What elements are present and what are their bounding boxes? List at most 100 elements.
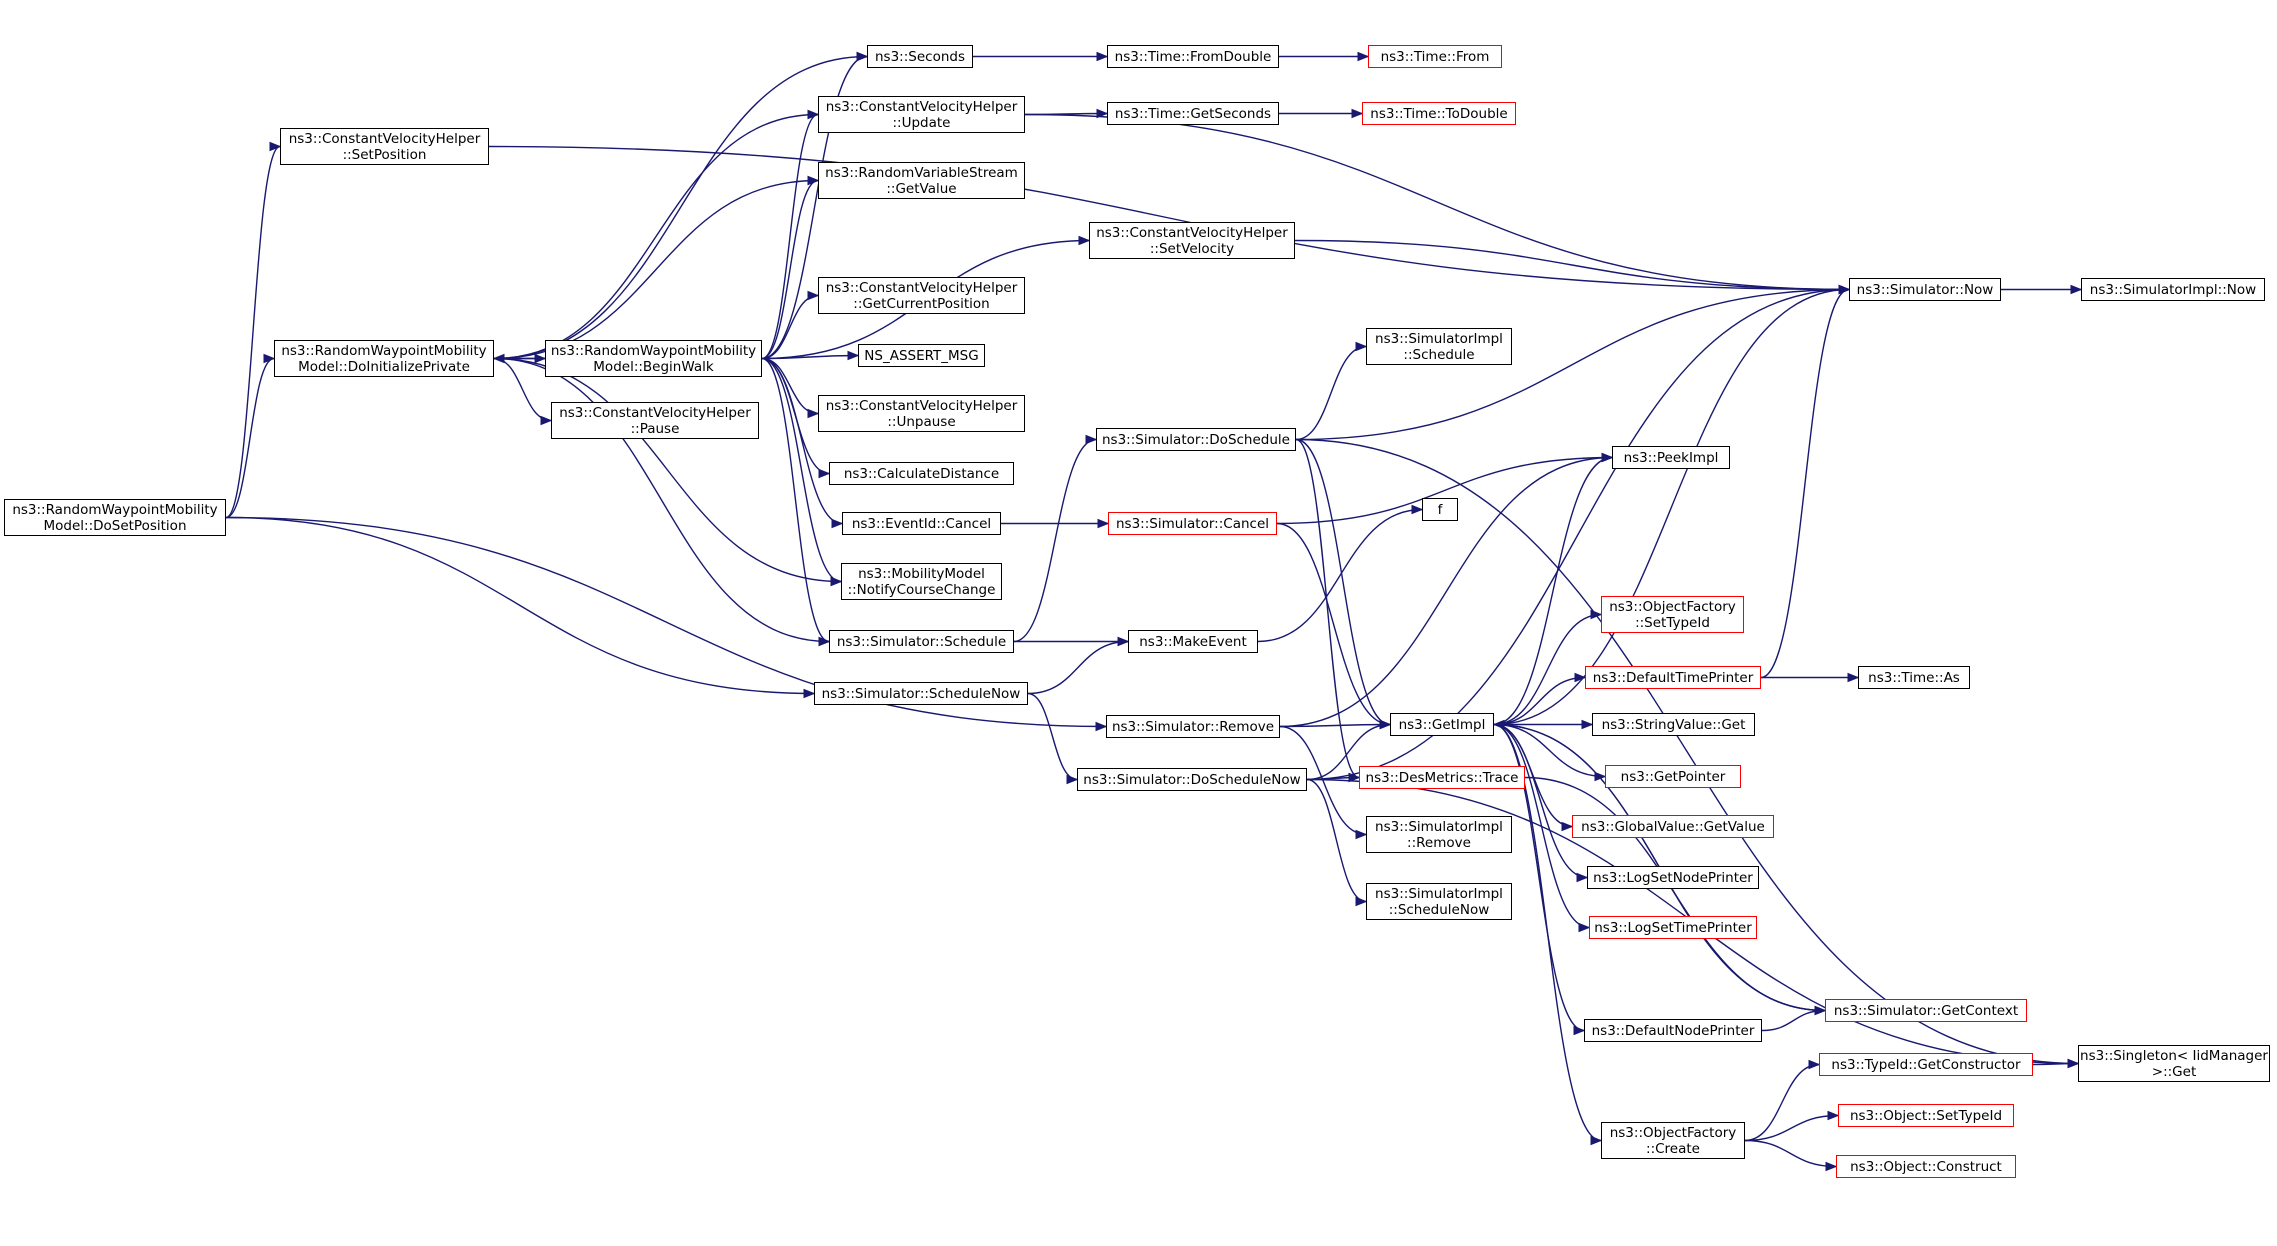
node-ns-assert-msg[interactable]: NS_ASSERT_MSG (858, 344, 985, 367)
arrowhead-beginwalk-to-sim_schedule (818, 636, 831, 647)
edge-getimpl-to-defaulttimeprinter (1493, 676, 1586, 726)
node-typeid-getconstructor[interactable]: ns3::TypeId::GetConstructor (1819, 1053, 2033, 1076)
node-globalvalue-getvalue[interactable]: ns3::GlobalValue::GetValue (1572, 815, 1774, 838)
arrowhead-getimpl-to-of_settypeid (1590, 609, 1603, 620)
node-time-getseconds[interactable]: ns3::Time::GetSeconds (1107, 102, 1279, 125)
node-mm-notifycoursechange[interactable]: ns3::MobilityModel ::NotifyCourseChange (841, 563, 1002, 600)
node-simulator-doschedule[interactable]: ns3::Simulator::DoSchedule (1096, 428, 1296, 451)
arrowhead-of_create-to-obj_construct (1825, 1161, 1838, 1172)
node-simulatorimpl-remove[interactable]: ns3::SimulatorImpl ::Remove (1366, 816, 1512, 853)
node-simulator-doschedulenow[interactable]: ns3::Simulator::DoScheduleNow (1077, 768, 1307, 791)
node-peekimpl[interactable]: ns3::PeekImpl (1612, 446, 1730, 469)
edge-defaulttimeprinter-to-sim_now (1760, 288, 1850, 679)
edge-sim_doschedule-to-singleton_get (1295, 438, 2079, 1065)
node-cvh-pause[interactable]: ns3::ConstantVelocityHelper ::Pause (551, 402, 759, 439)
arrowhead-of_create-to-typeid_getctor (1808, 1059, 1821, 1070)
node-object-construct[interactable]: ns3::Object::Construct (1836, 1155, 2016, 1178)
edge-getimpl-to-of_settypeid (1493, 613, 1602, 726)
arrowhead-root-to-sim_schedulenow (803, 688, 816, 699)
node-cvh-setvelocity[interactable]: ns3::ConstantVelocityHelper ::SetVelocit… (1089, 222, 1295, 259)
node-logsetnodeprinter[interactable]: ns3::LogSetNodePrinter (1587, 866, 1759, 889)
node-time-fromdouble[interactable]: ns3::Time::FromDouble (1107, 45, 1279, 68)
arrowhead-sim_getcontext-to-getimpl (1492, 719, 1505, 730)
node-doinitializeprivate[interactable]: ns3::RandomWaypointMobility Model::DoIni… (274, 340, 494, 377)
arrowhead-of_create-to-obj_settypeid (1827, 1110, 1840, 1121)
edge-of_create-to-obj_settypeid (1744, 1114, 1839, 1142)
node-simulator-cancel[interactable]: ns3::Simulator::Cancel (1108, 512, 1277, 535)
arrowhead-beginwalk-to-ns_assert (847, 350, 860, 361)
node-simulator-now[interactable]: ns3::Simulator::Now (1849, 278, 2001, 301)
node-time-todouble[interactable]: ns3::Time::ToDouble (1362, 102, 1516, 125)
node-object-settypeid[interactable]: ns3::Object::SetTypeId (1838, 1104, 2014, 1127)
arrowhead-sim_schedulenow-to-makeevent (1117, 636, 1130, 647)
arrowhead-sim_doschedulenow-to-simimpl_schedulenow (1355, 896, 1368, 907)
node-root[interactable]: ns3::RandomWaypointMobility Model::DoSet… (4, 499, 226, 536)
arrowhead-beginwalk-to-mm_notify (830, 576, 843, 587)
edge-sim_doschedulenow-to-getimpl (1306, 723, 1391, 781)
arrowhead-typeid_getctor-to-singleton_get (2067, 1058, 2080, 1069)
node-defaulttimeprinter[interactable]: ns3::DefaultTimePrinter (1585, 666, 1761, 689)
arrowhead-sim_doschedulenow-to-getimpl (1379, 719, 1392, 730)
node-simulatorimpl-schedulenow[interactable]: ns3::SimulatorImpl ::ScheduleNow (1366, 883, 1512, 920)
node-simulator-remove[interactable]: ns3::Simulator::Remove (1106, 715, 1280, 738)
node-calculatedistance[interactable]: ns3::CalculateDistance (829, 462, 1014, 485)
edge-getimpl-to-of_create (1493, 723, 1602, 1142)
arrowhead-root-to-doinit (263, 353, 276, 364)
arrowhead-beginwalk-to-eventid_cancel (831, 518, 844, 529)
node-time-from[interactable]: ns3::Time::From (1368, 45, 1502, 68)
arrowhead-getimpl-to-defaulttimeprinter (1574, 672, 1587, 683)
node-simulatorimpl-now[interactable]: ns3::SimulatorImpl::Now (2081, 278, 2265, 301)
edge-beginwalk-to-seconds (761, 55, 868, 360)
edge-beginwalk-to-ns_assert (761, 354, 859, 360)
node-simulator-schedulenow[interactable]: ns3::Simulator::ScheduleNow (814, 682, 1028, 705)
arrowhead-getimpl-to-globalvalue_get (1561, 821, 1574, 832)
arrowhead-beginwalk-to-calcdist (818, 468, 831, 479)
node-desmetrics-trace[interactable]: ns3::DesMetrics::Trace (1359, 766, 1525, 789)
arrowhead-time_getseconds-to-time_todouble (1351, 108, 1364, 119)
arrowhead-defaulttimeprinter-to-time_as (1847, 672, 1860, 683)
edge-getimpl-to-peekimpl (1493, 456, 1613, 726)
edge-sim_cancel-to-getimpl (1276, 522, 1391, 726)
node-f[interactable]: f (1422, 498, 1458, 521)
arrowhead-doinit-to-cvh_pause (540, 415, 553, 426)
node-cvh-update[interactable]: ns3::ConstantVelocityHelper ::Update (818, 96, 1025, 133)
edge-doinit-to-cvh_update (493, 113, 819, 360)
arrowhead-getimpl-to-logsetnodeprinter (1576, 872, 1589, 883)
edge-sim_schedule-to-sim_doschedule (1013, 438, 1097, 643)
node-cvh-getcurrentposition[interactable]: ns3::ConstantVelocityHelper ::GetCurrent… (818, 277, 1025, 314)
node-simulator-schedule[interactable]: ns3::Simulator::Schedule (829, 630, 1014, 653)
node-eventid-cancel[interactable]: ns3::EventId::Cancel (842, 512, 1001, 535)
arrowhead-getimpl-to-stringvalue_get (1581, 719, 1594, 730)
node-logsettimeprinter[interactable]: ns3::LogSetTimePrinter (1589, 916, 1757, 939)
edge-sim_doschedule-to-sim_now (1295, 288, 1850, 441)
edge-beginwalk-to-rvs_getvalue (761, 179, 819, 360)
edge-beginwalk-to-sim_schedule (761, 357, 830, 643)
arrowhead-sim_doschedulenow-to-desmetrics (1348, 772, 1361, 783)
arrowhead-root-to-cvh_setpos (269, 141, 282, 152)
node-getimpl[interactable]: ns3::GetImpl (1390, 713, 1494, 736)
arrowhead-root-to-sim_remove (1095, 721, 1108, 732)
arrowhead-getimpl-to-of_create (1590, 1135, 1603, 1146)
node-seconds[interactable]: ns3::Seconds (867, 45, 973, 68)
arrowhead-sim_now-to-simimpl_now (2070, 284, 2083, 295)
node-cvh-unpause[interactable]: ns3::ConstantVelocityHelper ::Unpause (818, 395, 1025, 432)
edge-doinit-to-seconds (493, 55, 868, 360)
node-makeevent[interactable]: ns3::MakeEvent (1128, 630, 1258, 653)
node-defaultnodeprinter[interactable]: ns3::DefaultNodePrinter (1584, 1019, 1762, 1042)
node-objectfactory-create[interactable]: ns3::ObjectFactory ::Create (1601, 1122, 1745, 1159)
arrowhead-getimpl-to-logsettimeprinter (1578, 922, 1591, 933)
edge-cvh_setvel-to-sim_now (1294, 239, 1850, 291)
node-getpointer[interactable]: ns3::GetPointer (1605, 765, 1741, 788)
node-objectfactory-settypeid[interactable]: ns3::ObjectFactory ::SetTypeId (1601, 596, 1744, 633)
node-rvs-getvalue[interactable]: ns3::RandomVariableStream ::GetValue (818, 162, 1025, 199)
node-cvh-setposition[interactable]: ns3::ConstantVelocityHelper ::SetPositio… (280, 128, 489, 165)
node-simulatorimpl-schedule[interactable]: ns3::SimulatorImpl ::Schedule (1366, 328, 1512, 365)
edge-beginwalk-to-mm_notify (761, 357, 842, 583)
node-singleton-get[interactable]: ns3::Singleton< IidManager >::Get (2078, 1045, 2270, 1082)
edge-sim_doschedule-to-desmetrics (1295, 438, 1360, 779)
edge-getimpl-to-sim_now (1493, 288, 1850, 726)
node-simulator-getcontext[interactable]: ns3::Simulator::GetContext (1825, 999, 2027, 1022)
node-beginwalk[interactable]: ns3::RandomWaypointMobility Model::Begin… (545, 340, 762, 377)
node-time-as[interactable]: ns3::Time::As (1858, 666, 1970, 689)
node-stringvalue-get[interactable]: ns3::StringValue::Get (1592, 713, 1755, 736)
